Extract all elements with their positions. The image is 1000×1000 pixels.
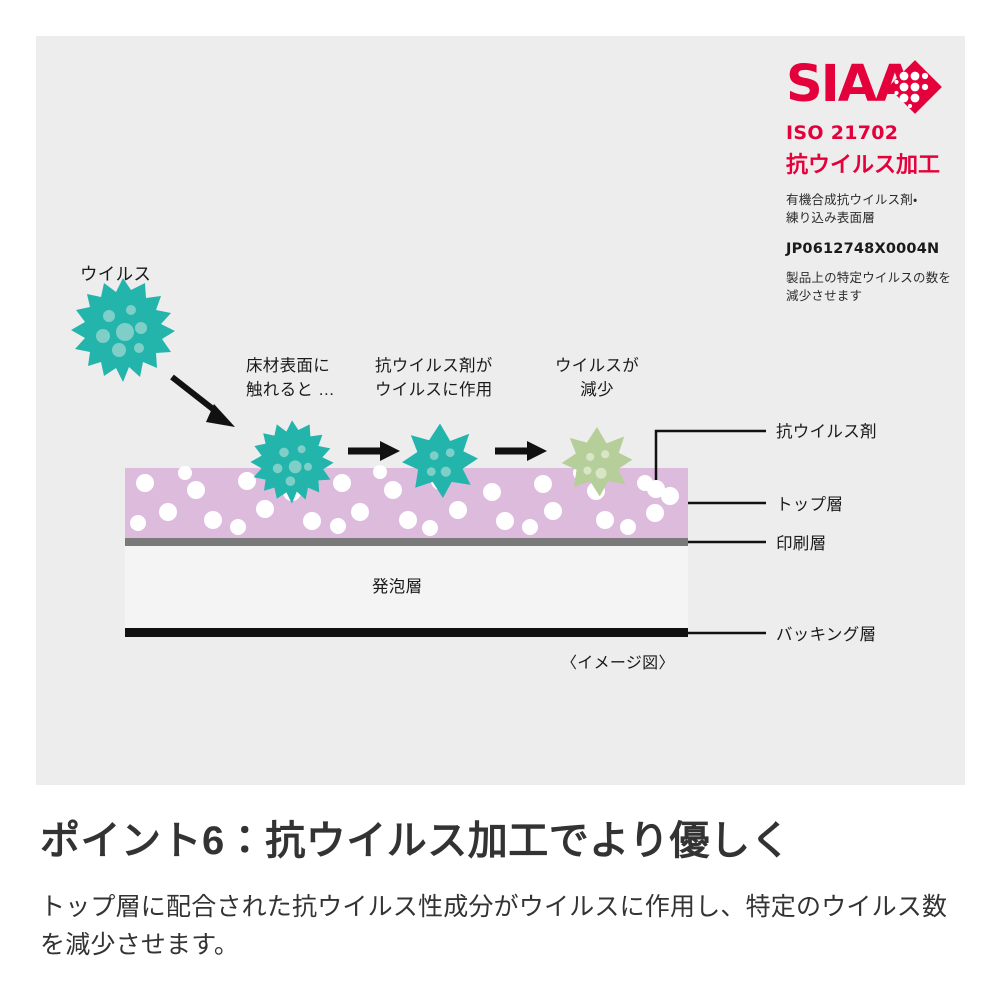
layer-label-print: 印刷層: [776, 535, 827, 553]
page-body-copy: トップ層に配合された抗ウイルス性成分がウイルスに作用し、特定のウイルス数を減少さ…: [40, 893, 948, 959]
diagram-caption: 〈イメージ図〉: [561, 655, 675, 672]
step-label-1: 床材表面に 触れると …: [246, 357, 335, 399]
siaa-iso-standard: ISO 21702: [786, 122, 899, 144]
layer-label-foam-inline: 発泡層: [372, 578, 423, 596]
step-label-3: ウイルスが 減少: [555, 357, 639, 399]
siaa-registration-code: JP0612748X0004N: [786, 241, 940, 258]
step-label-2: 抗ウイルス剤が ウイルスに作用: [375, 357, 493, 399]
page-headline: ポイント6：抗ウイルス加工でより優しく: [40, 819, 791, 863]
siaa-agent-note: 有機合成抗ウイルス剤・ 練り込み表面層: [786, 193, 918, 226]
siaa-treatment-name: 抗ウイルス加工: [786, 152, 941, 177]
layer-label-backing: バッキング層: [776, 626, 877, 644]
layer-label-top: トップ層: [776, 496, 844, 514]
layer-label-antiviral-agent: 抗ウイルス剤: [776, 423, 877, 441]
siaa-diamond-icon: [888, 60, 942, 114]
siaa-certification-block: SIAA ISO 21702 抗ウイルス加工 有機合成抗ウイルス剤・ 練り込み表…: [786, 55, 966, 306]
virus-label: ウイルス: [80, 264, 152, 284]
siaa-logo: SIAA: [786, 55, 966, 118]
siaa-effect-note: 製品上の特定ウイルスの数を 減少させます: [786, 271, 952, 304]
